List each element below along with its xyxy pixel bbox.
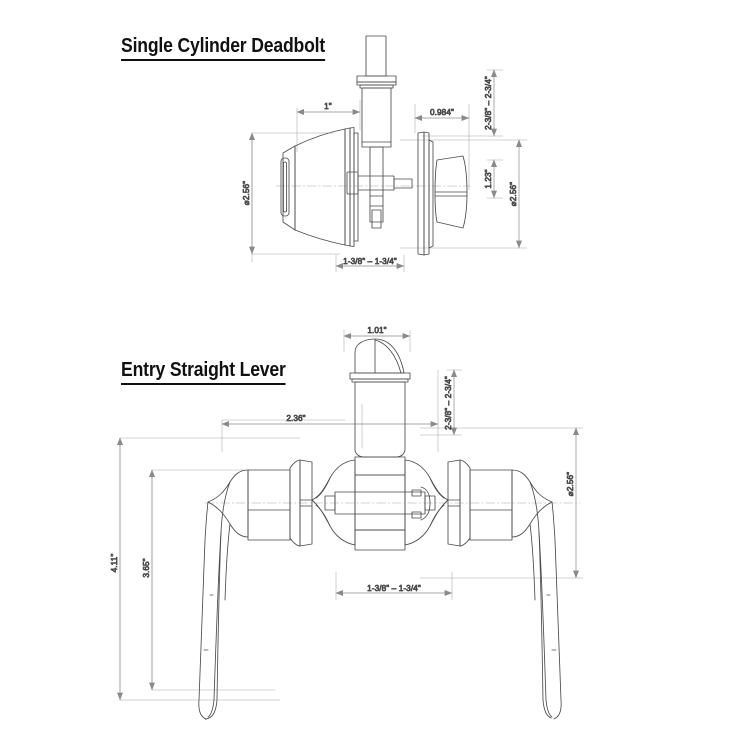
dim-overall-height: 4.11" xyxy=(110,554,119,573)
lever-dimension-lines xyxy=(117,333,579,701)
dim-cylinder-projection: 1" xyxy=(324,102,332,111)
deadbolt-dimension-lines xyxy=(249,69,522,269)
lever-left-rose xyxy=(289,459,356,547)
deadbolt-drawing-group: 1" 0.984" 2-3/8" – 2-3/4" 1.23" ⌀2.56" ⌀… xyxy=(242,35,528,273)
lever-drawing-group: 1.01" 2.36" 2-3/8" – 2-3/4" ⌀2.56" 4.11"… xyxy=(110,326,584,720)
lever-extension-lines xyxy=(119,329,584,701)
dim-lever-projection: 2.36" xyxy=(286,414,305,423)
dim-backset-lever: 2-3/8" – 2-3/4" xyxy=(444,376,453,430)
lever-latch-bolt xyxy=(349,338,411,458)
dim-thumbturn-height: 1.23" xyxy=(484,169,493,188)
dim-door-thickness-deadbolt: 1-3/8" – 1-3/4" xyxy=(343,257,397,266)
dim-thumbturn-projection: 0.984" xyxy=(430,108,454,117)
dim-backset-deadbolt: 2-3/8" – 2-3/4" xyxy=(484,76,493,130)
dim-door-thickness-lever: 1-3/8" – 1-3/4" xyxy=(367,584,421,593)
lever-right-handle xyxy=(469,469,562,720)
lever-right-rose xyxy=(404,459,471,547)
deadbolt-thumbturn xyxy=(417,131,468,256)
page-title-deadbolt: Single Cylinder Deadbolt xyxy=(121,36,325,61)
dim-lever-drop: 3.65" xyxy=(142,558,151,577)
dim-latch-width: 1.01" xyxy=(367,326,386,335)
lever-chassis xyxy=(324,456,436,551)
dim-rose-diameter-lever: ⌀2.56" xyxy=(566,472,575,496)
deadbolt-exterior-cylinder xyxy=(280,127,359,247)
lever-left-handle xyxy=(198,469,291,720)
page-title-lever: Entry Straight Lever xyxy=(121,360,286,385)
deadbolt-latch-body xyxy=(346,35,413,229)
dim-rose-diameter-left: ⌀2.56" xyxy=(242,181,251,205)
dim-rose-diameter-right: ⌀2.56" xyxy=(509,182,518,206)
